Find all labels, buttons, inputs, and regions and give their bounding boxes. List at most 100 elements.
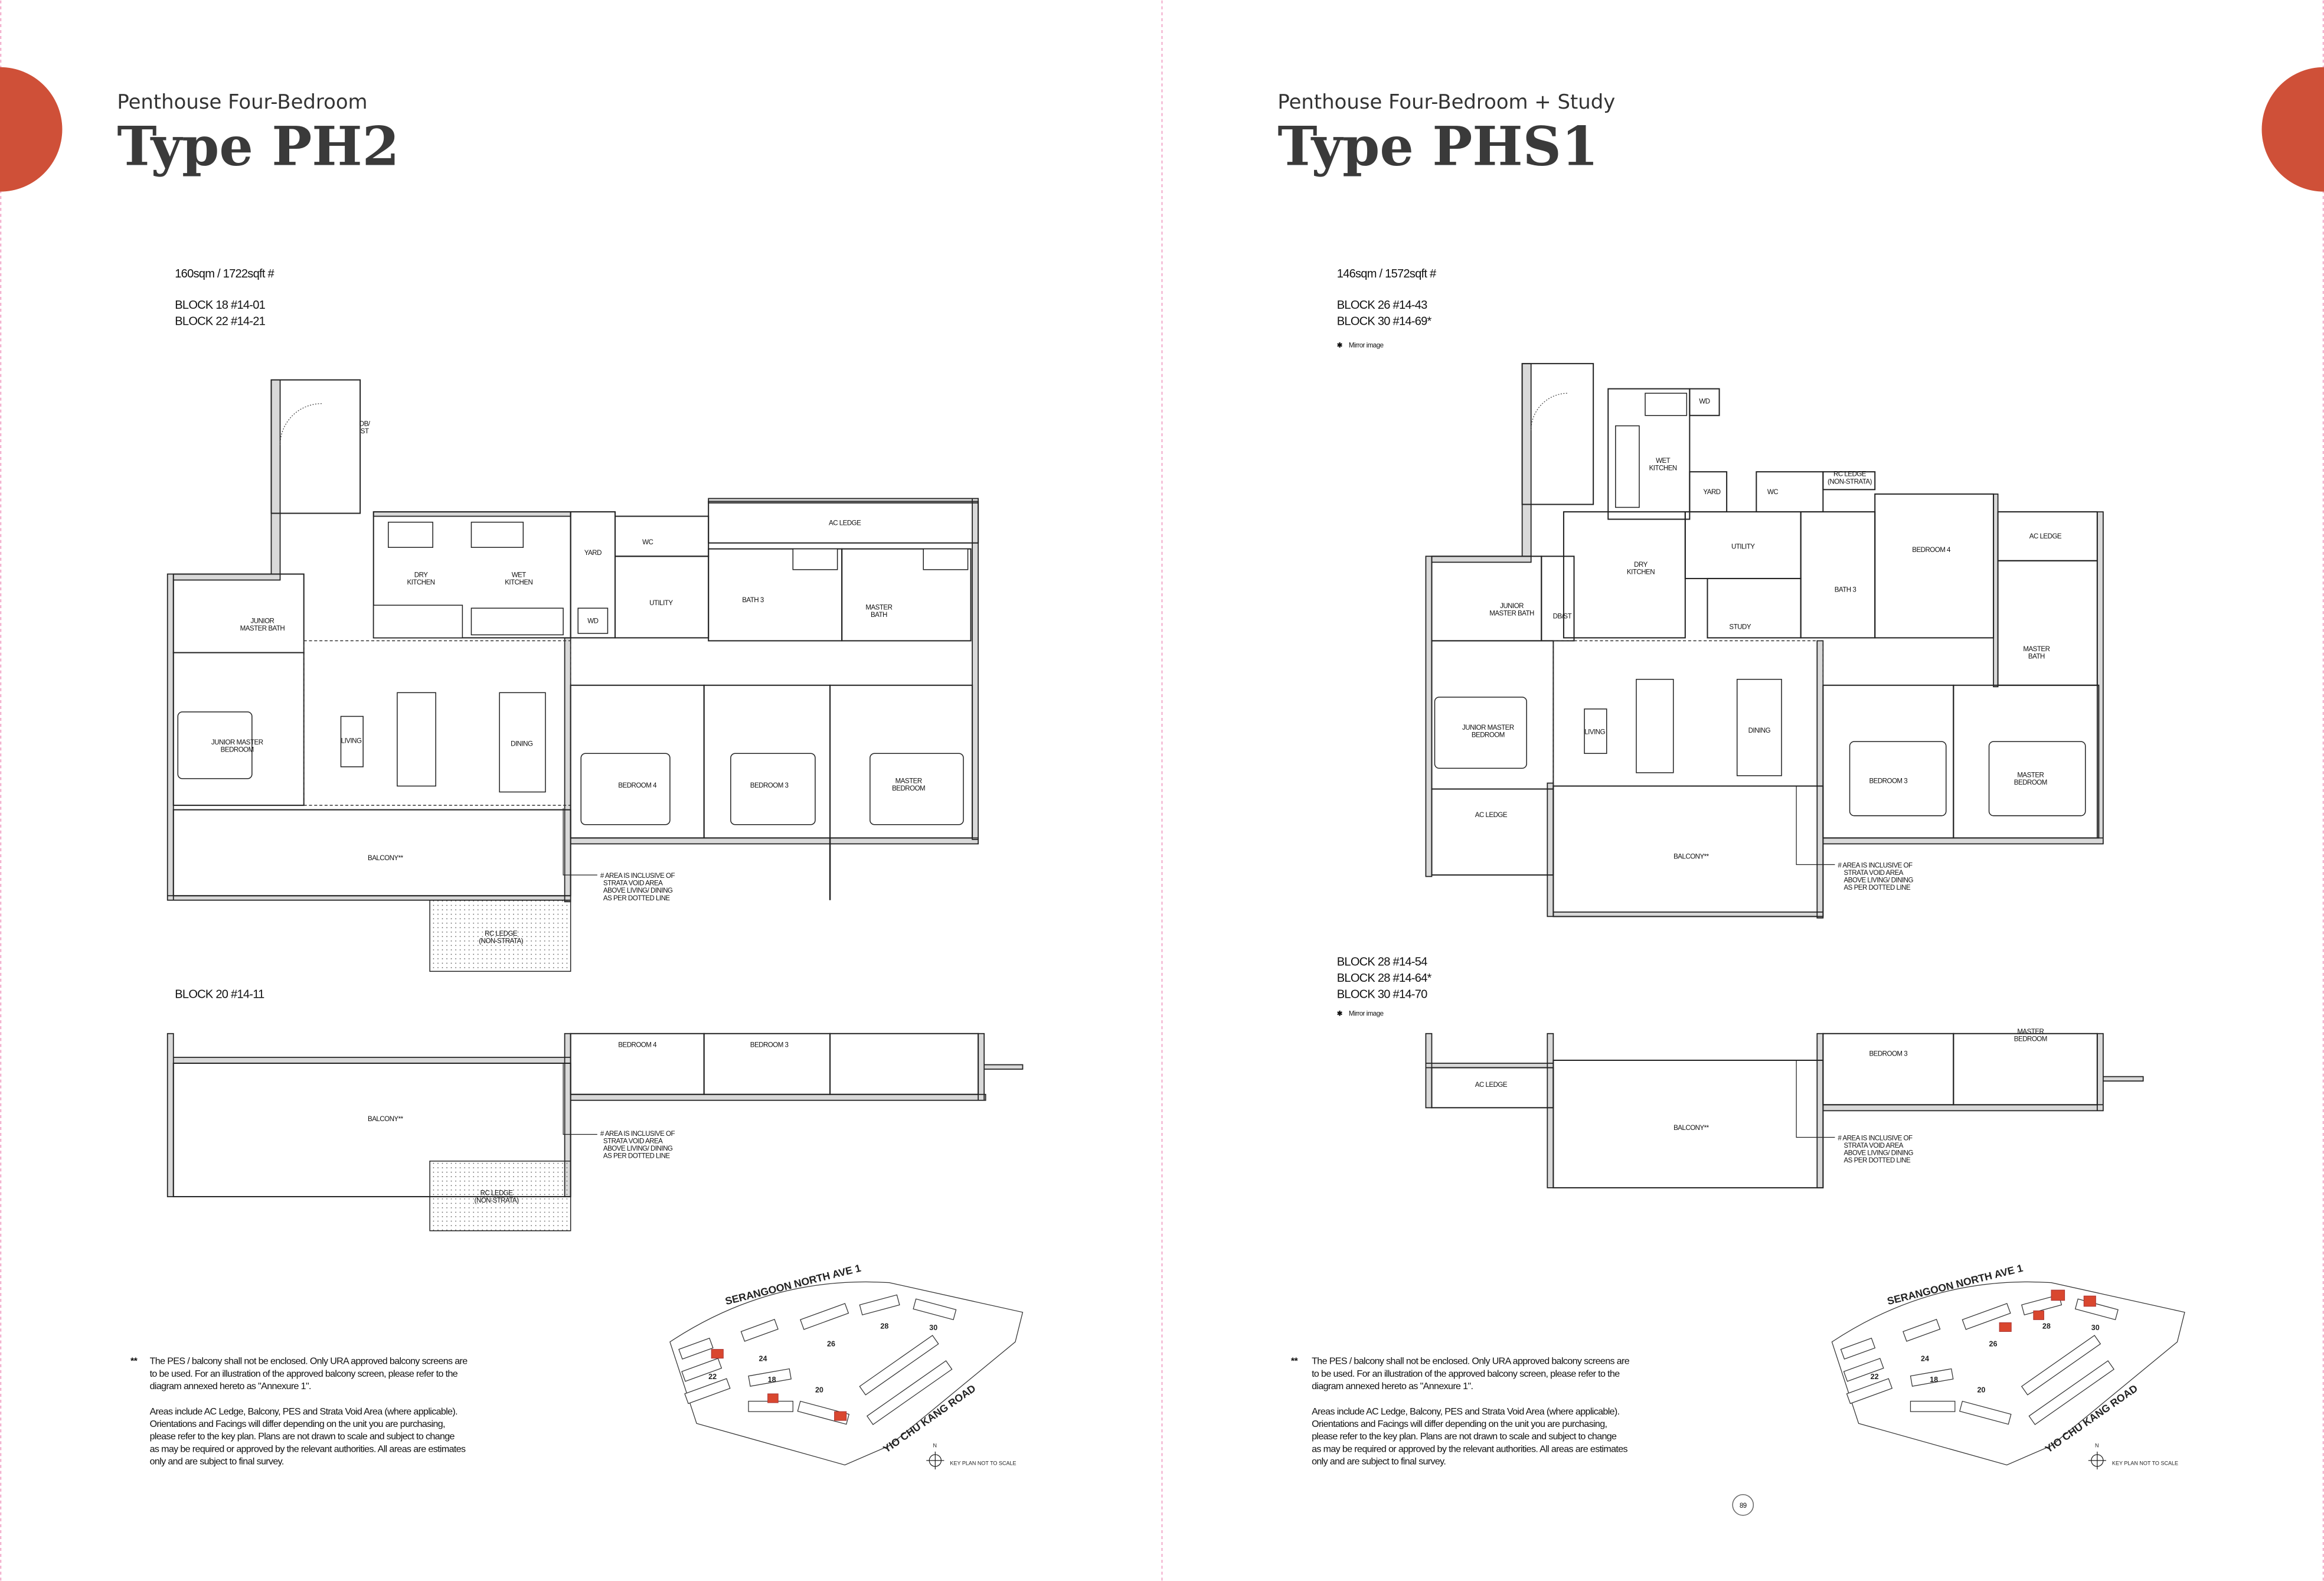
unit-title: Type PHS1 [1277, 115, 1598, 178]
north-label: N [2095, 1442, 2099, 1448]
room-label-balcony: BALCONY** [1673, 1125, 1710, 1132]
room-label-wc: WC [1767, 489, 1778, 496]
page-number: 89 [1740, 1502, 1747, 1510]
road-label-top: SERANGOON NORTH AVE 1 [1886, 1262, 2024, 1308]
block-unit: BLOCK 26 #14-43 [1337, 299, 1427, 312]
block-number: 26 [1989, 1340, 1998, 1348]
block-number: 20 [815, 1386, 823, 1394]
unit-subtitle: Penthouse Four-Bedroom [117, 90, 367, 113]
unit-area: 160sqm / 1722sqft # [175, 267, 274, 280]
footnote-marker: ** [130, 1356, 138, 1367]
block-unit: BLOCK 18 #14-01 [175, 299, 265, 312]
room-label-rc-ledge: RC LEDGE(NON-STRATA) [475, 1190, 519, 1204]
room-label-bedroom-4: BEDROOM 4 [618, 1041, 657, 1048]
key-plan: SERANGOON NORTH AVE 1 YIO CHU KANG ROAD … [669, 1262, 1024, 1469]
room-label-bedroom-3: BEDROOM 3 [1869, 1050, 1907, 1057]
block-number: 26 [827, 1340, 835, 1348]
room-label-ac-ledge: AC LEDGE [829, 520, 861, 527]
block-number: 30 [2091, 1324, 2100, 1332]
room-label-bedroom-3: BEDROOM 3 [750, 1041, 789, 1048]
footnote: ** The PES / balcony shall not be enclos… [130, 1356, 468, 1467]
block-number: 30 [929, 1324, 937, 1332]
room-label-yard: YARD [1703, 489, 1720, 496]
secondary-block-unit: BLOCK 28 #14-54 [1337, 955, 1427, 968]
block-number: 24 [759, 1355, 767, 1363]
room-label-dining: DINING [1748, 727, 1771, 734]
footnote-para-1: The PES / balcony shall not be enclosed.… [1312, 1356, 1630, 1391]
north-label: N [933, 1442, 937, 1448]
footnote-para-2: Areas include AC Ledge, Balcony, PES and… [150, 1406, 466, 1466]
block-unit: BLOCK 30 #14-69* [1337, 315, 1432, 328]
mirror-asterisk-icon: ✱ [1337, 342, 1343, 349]
footnote-para-2: Areas include AC Ledge, Balcony, PES and… [1312, 1406, 1627, 1466]
secondary-block-unit: BLOCK 30 #14-70 [1337, 988, 1427, 1001]
room-label-balcony: BALCONY** [368, 1116, 404, 1123]
room-label-bath-3: BATH 3 [742, 597, 764, 604]
accent-circle-left [0, 67, 63, 192]
room-label-wd: WD [587, 618, 598, 625]
room-label-rc-ledge: RC LEDGE(NON-STRATA) [479, 930, 524, 945]
room-label-dining: DINING [511, 741, 533, 748]
room-label-balcony: BALCONY** [1673, 853, 1710, 860]
key-plan: SERANGOON NORTH AVE 1 YIO CHU KANG ROAD … [1831, 1262, 2185, 1469]
room-label-db-st: DB/ST [359, 420, 371, 435]
room-label-wc: WC [642, 539, 653, 546]
room-label-bedroom-4: BEDROOM 4 [618, 782, 657, 789]
room-label-bedroom-3: BEDROOM 3 [750, 782, 789, 789]
room-label-bath-3: BATH 3 [1835, 587, 1856, 594]
room-label-wd: WD [1699, 398, 1710, 406]
room-label-balcony: BALCONY** [368, 855, 404, 862]
room-label-ac-ledge: AC LEDGE [2029, 533, 2062, 540]
footnote-marker: ** [1291, 1356, 1299, 1367]
block-number: 28 [2042, 1322, 2051, 1330]
block-number: 22 [1871, 1373, 1879, 1381]
secondary-block-unit: BLOCK 20 #14-11 [175, 988, 264, 1001]
right-page: Penthouse Four-Bedroom + Study Type PHS1… [1277, 90, 2185, 1516]
room-label-bedroom-3: BEDROOM 3 [1869, 778, 1907, 785]
mirror-asterisk-icon: ✱ [1337, 1011, 1343, 1018]
room-label-rc-ledge: RC LEDGE(NON-STRATA) [1828, 471, 1872, 486]
room-label-utility: UTILITY [649, 600, 673, 607]
footnote-para-1: The PES / balcony shall not be enclosed.… [150, 1356, 468, 1391]
accent-circle-right [2261, 67, 2324, 192]
north-arrow-icon [2088, 1451, 2106, 1469]
room-label-study: STUDY [1729, 623, 1751, 631]
room-label-utility: UTILITY [1731, 544, 1755, 551]
unit-subtitle: Penthouse Four-Bedroom + Study [1277, 90, 1615, 113]
room-label-living: LIVING [1584, 729, 1605, 736]
block-number: 20 [1977, 1386, 1985, 1394]
block-number: 18 [768, 1376, 776, 1384]
key-plan-scale-note: KEY PLAN NOT TO SCALE [950, 1460, 1016, 1466]
room-label-ac-ledge: AC LEDGE [1475, 812, 1508, 819]
room-label-db-st: DB/ST [1553, 613, 1572, 620]
road-label-bottom: YIO CHU KANG ROAD [2043, 1382, 2140, 1455]
block-number: 22 [708, 1373, 717, 1381]
block-number: 28 [880, 1322, 888, 1330]
secondary-block-unit: BLOCK 28 #14-64* [1337, 972, 1432, 985]
room-label-ac-ledge: AC LEDGE [1475, 1082, 1508, 1089]
road-label-top: SERANGOON NORTH AVE 1 [724, 1262, 862, 1308]
room-label-bedroom-4: BEDROOM 4 [1912, 547, 1951, 554]
room-label-living: LIVING [341, 738, 362, 745]
block-number: 24 [1921, 1355, 1929, 1363]
footnote: ** The PES / balcony shall not be enclos… [1291, 1356, 1630, 1467]
